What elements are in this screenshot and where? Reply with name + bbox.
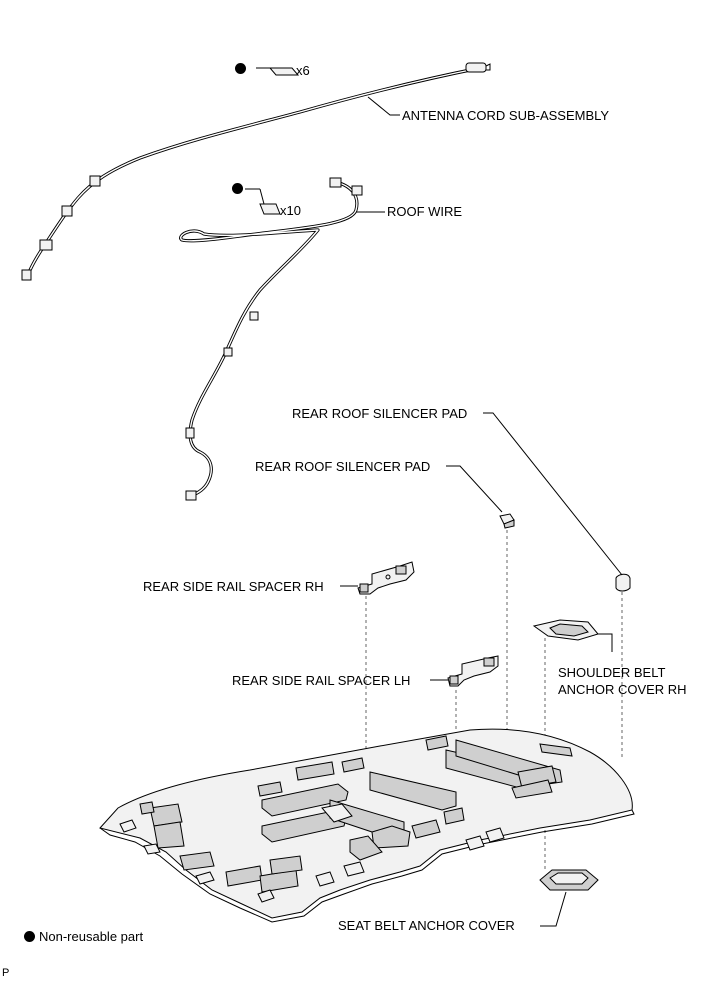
label-roof-wire: ROOF WIRE — [387, 204, 463, 219]
seat-belt-anchor-leader — [540, 891, 567, 927]
antenna-cord-sub-assembly — [21, 62, 491, 281]
label-rear-side-rail-spacer-rh: REAR SIDE RAIL SPACER RH — [143, 579, 324, 594]
rear-side-rail-spacer-lh — [447, 655, 499, 687]
non-reusable-marker-antenna — [235, 63, 246, 74]
clamp-symbol-antenna — [256, 67, 300, 76]
roof-wire-clamp-quantity: x10 — [280, 203, 301, 218]
label-seat-belt-anchor-cover: SEAT BELT ANCHOR COVER — [338, 918, 515, 933]
rear-side-rail-spacer-rh — [357, 561, 415, 595]
corner-mark: P — [2, 967, 10, 979]
label-rear-roof-silencer-pad-1: REAR ROOF SILENCER PAD — [292, 406, 468, 421]
shoulder-belt-anchor-cover-rh — [532, 619, 599, 641]
antenna-leader — [367, 96, 400, 116]
label-antenna-cord: ANTENNA CORD SUB-ASSEMBLY — [402, 108, 610, 123]
rear-roof-silencer-pad-right — [615, 573, 631, 592]
label-rear-side-rail-spacer-lh: REAR SIDE RAIL SPACER LH — [232, 673, 411, 688]
label-shoulder-belt-line2: ANCHOR COVER RH — [558, 682, 687, 697]
antenna-clamp-quantity: x6 — [296, 63, 310, 78]
silencer-pad-leader-2 — [446, 465, 503, 513]
silencer-pad-leader-1 — [483, 412, 623, 576]
roof-wire — [179, 177, 363, 501]
label-rear-roof-silencer-pad-2: REAR ROOF SILENCER PAD — [255, 459, 431, 474]
clamp-symbol-roof-wire — [245, 188, 281, 215]
rear-roof-silencer-pad-left — [499, 513, 515, 529]
non-reusable-marker-roof-wire — [232, 183, 243, 194]
legend-non-reusable-marker — [24, 931, 35, 942]
roof-headliner — [99, 728, 635, 923]
legend-non-reusable-text: Non-reusable part — [39, 929, 144, 944]
label-shoulder-belt-line1: SHOULDER BELT — [558, 665, 666, 680]
shoulder-belt-leader — [598, 633, 613, 652]
seat-belt-anchor-cover — [539, 869, 599, 891]
